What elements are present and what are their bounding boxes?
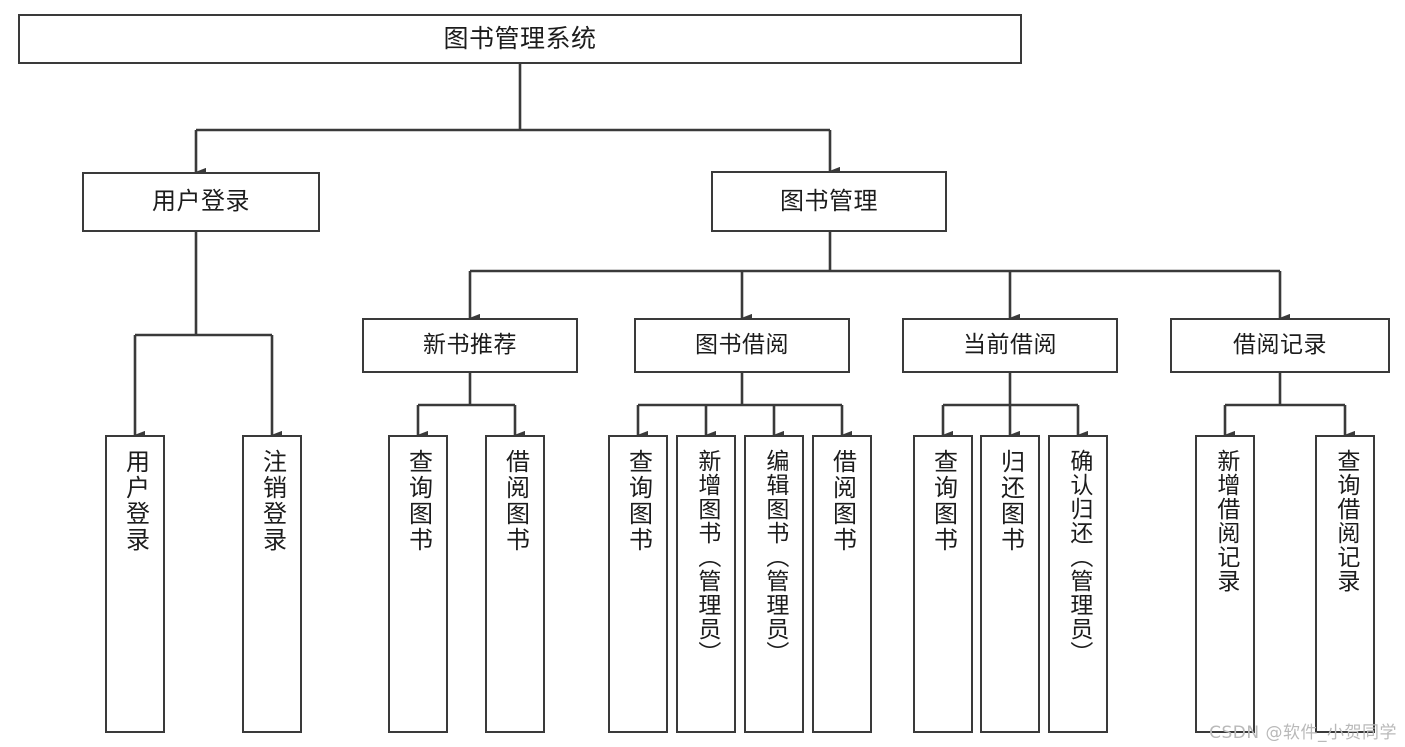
node-book-management[interactable]: 图书管理 (711, 171, 947, 232)
leaf-query-books-recommendation[interactable]: 查询图书 (388, 435, 448, 733)
node-current-borrowing[interactable]: 当前借阅 (902, 318, 1118, 373)
node-label: 新增图书（管理员） (693, 449, 720, 665)
node-label: 新增借阅记录 (1212, 449, 1239, 593)
leaf-query-books-borrowing[interactable]: 查询图书 (608, 435, 668, 733)
node-new-book-recommendation[interactable]: 新书推荐 (362, 318, 578, 373)
node-user-login[interactable]: 用户登录 (82, 172, 320, 232)
leaf-borrow-books-recommendation[interactable]: 借阅图书 (485, 435, 545, 733)
node-root-book-management-system[interactable]: 图书管理系统 (18, 14, 1022, 64)
leaf-add-book-admin[interactable]: 新增图书（管理员） (676, 435, 736, 733)
node-label: 归还图书 (996, 449, 1025, 553)
node-borrowing-records[interactable]: 借阅记录 (1170, 318, 1390, 373)
node-label: 新书推荐 (423, 332, 517, 359)
node-label: 用户登录 (121, 449, 150, 553)
leaf-logout[interactable]: 注销登录 (242, 435, 302, 733)
node-label: 图书管理系统 (443, 23, 597, 53)
node-label: 借阅图书 (828, 449, 857, 553)
leaf-confirm-return-admin[interactable]: 确认归还（管理员） (1048, 435, 1108, 733)
leaf-user-login[interactable]: 用户登录 (105, 435, 165, 733)
leaf-query-borrow-record[interactable]: 查询借阅记录 (1315, 435, 1375, 733)
leaf-return-books[interactable]: 归还图书 (980, 435, 1040, 733)
node-label: 查询借阅记录 (1332, 449, 1359, 593)
node-book-borrowing[interactable]: 图书借阅 (634, 318, 850, 373)
leaf-query-books-current[interactable]: 查询图书 (913, 435, 973, 733)
node-label: 图书借阅 (695, 332, 789, 359)
node-label: 当前借阅 (963, 332, 1057, 359)
node-label: 编辑图书（管理员） (761, 449, 788, 665)
leaf-edit-book-admin[interactable]: 编辑图书（管理员） (744, 435, 804, 733)
node-label: 图书管理 (780, 186, 878, 215)
node-label: 借阅记录 (1233, 332, 1327, 359)
node-label: 用户登录 (152, 187, 250, 216)
leaf-add-borrow-record[interactable]: 新增借阅记录 (1195, 435, 1255, 733)
leaf-borrow-books[interactable]: 借阅图书 (812, 435, 872, 733)
node-label: 查询图书 (929, 449, 958, 553)
csdn-watermark: CSDN @软件_小贺同学 (1209, 723, 1397, 743)
node-label: 注销登录 (258, 449, 287, 553)
node-label: 借阅图书 (501, 449, 530, 553)
node-label: 查询图书 (404, 449, 433, 553)
node-label: 确认归还（管理员） (1065, 449, 1092, 665)
node-label: 查询图书 (624, 449, 653, 553)
